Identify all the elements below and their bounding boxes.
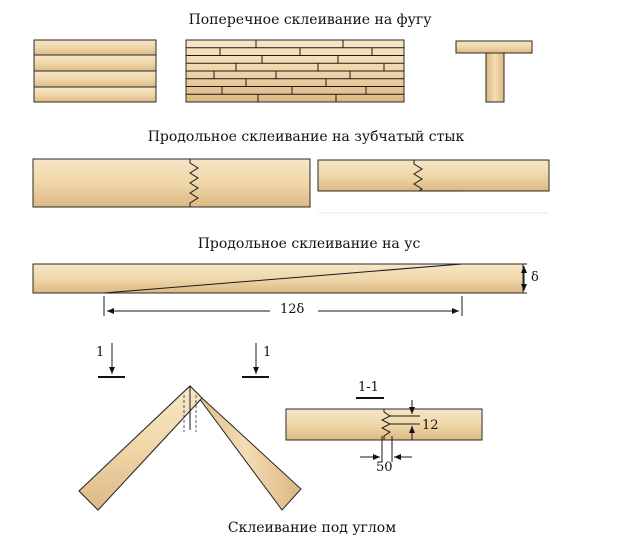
section-mark-left	[98, 343, 125, 378]
section-mark-right	[242, 343, 269, 378]
section-right-label: 1	[263, 345, 272, 360]
stacked-boards-left	[33, 39, 157, 103]
scarf-length-label: 12δ	[280, 302, 305, 317]
angle-joint-boards	[78, 385, 302, 511]
tooth-height-label: 12	[422, 418, 439, 433]
caption-finger-joint: Продольное склеивание на зубчатый стык	[147, 129, 465, 145]
section-left-label: 1	[96, 345, 105, 360]
section-1-1	[285, 397, 483, 441]
tooth-height-dimension	[390, 400, 420, 440]
section-title-label: 1-1	[358, 380, 379, 395]
finger-joint-board-right	[317, 159, 550, 214]
thickness-dimension	[521, 263, 527, 294]
caption-angle-joint: Склеивание под углом	[227, 520, 397, 536]
brick-pattern-panel	[185, 39, 405, 103]
caption-cross-joint: Поперечное склеивание на фугу	[188, 12, 432, 28]
tooth-length-label: 50	[376, 460, 393, 475]
caption-scarf-joint: Продольное склеивание на ус	[197, 236, 421, 252]
finger-joint-board-left	[32, 158, 311, 208]
tooth-length-dimension	[360, 436, 412, 462]
scarf-length-dimension	[103, 296, 463, 316]
t-profile	[455, 40, 533, 103]
thickness-label: δ	[531, 270, 539, 285]
scarf-joint-board	[32, 263, 524, 294]
